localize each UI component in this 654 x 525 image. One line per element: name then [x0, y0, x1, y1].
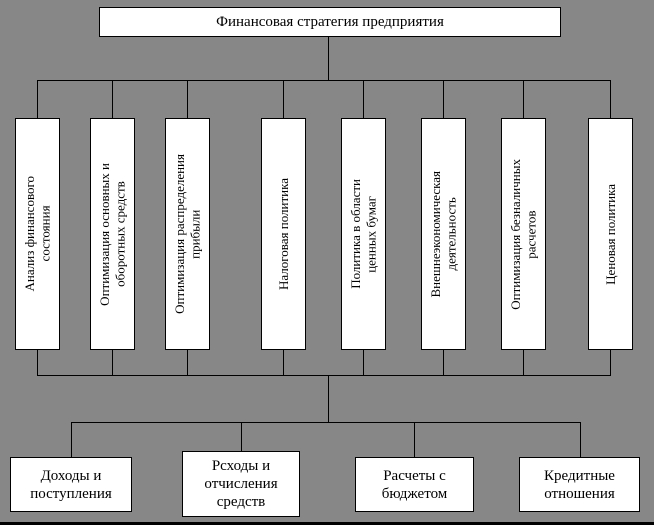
node-label: Оптимизация распределения прибыли: [171, 154, 203, 314]
node-label: Кредитные отношения: [544, 467, 615, 502]
connector-line: [328, 375, 329, 423]
node-income-receipts: Доходы и поступления: [10, 457, 132, 512]
node-securities-policy: Политика в области ценных бумаг: [341, 118, 386, 350]
node-label: Политика в области ценных бумаг: [347, 179, 379, 289]
node-budget-settlements: Расчеты с бюджетом: [355, 457, 474, 512]
connector-line: [610, 350, 611, 376]
connector-line: [610, 80, 611, 118]
node-label: Доходы и поступления: [30, 467, 112, 502]
connector-line: [241, 422, 242, 451]
node-label: Расчеты с бюджетом: [381, 467, 448, 502]
connector-line: [523, 350, 524, 376]
node-label: Ценовая политика: [602, 183, 618, 285]
connector-line: [37, 80, 611, 81]
node-profit-distribution: Оптимизация распределения прибыли: [165, 118, 210, 350]
node-financial-analysis: Анализ финансового состояния: [15, 118, 60, 350]
node-price-policy: Ценовая политика: [588, 118, 633, 350]
node-label: Оптимизация основных и оборотных средств: [96, 162, 128, 306]
connector-line: [37, 80, 38, 118]
bottom-border: [0, 522, 654, 525]
connector-line: [71, 422, 72, 457]
node-credit-relations: Кредитные отношения: [519, 457, 640, 512]
node-label: Анализ финансового состояния: [21, 176, 53, 292]
node-tax-policy: Налоговая политика: [261, 118, 306, 350]
connector-line: [187, 350, 188, 376]
node-label: Налоговая политика: [275, 178, 291, 290]
node-foreign-economic-activity: Внешнеэкономическая деятельность: [421, 118, 466, 350]
node-assets-optimization: Оптимизация основных и оборотных средств: [90, 118, 135, 350]
connector-line: [414, 422, 415, 457]
connector-line: [37, 350, 38, 376]
connector-line: [328, 37, 329, 81]
node-financial-strategy-label: Финансовая стратегия предприятия: [216, 14, 444, 30]
connector-line: [283, 350, 284, 376]
connector-line: [443, 350, 444, 376]
node-cashless-settlements: Оптимизация безналичных расчетов: [501, 118, 546, 350]
connector-line: [523, 80, 524, 118]
node-financial-strategy: Финансовая стратегия предприятия: [99, 7, 561, 37]
node-label: Внешнеэкономическая деятельность: [427, 170, 459, 298]
connector-line: [112, 80, 113, 118]
connector-line: [443, 80, 444, 118]
connector-line: [363, 80, 364, 118]
connector-line: [37, 375, 611, 376]
node-label: Рсходы и отчисления средств: [204, 458, 278, 510]
node-label: Оптимизация безналичных расчетов: [507, 158, 539, 310]
node-expenses-deductions: Рсходы и отчисления средств: [182, 451, 300, 517]
connector-line: [363, 350, 364, 376]
connector-line: [112, 350, 113, 376]
connector-line: [580, 422, 581, 457]
connector-line: [71, 422, 581, 423]
connector-line: [283, 80, 284, 118]
connector-line: [187, 80, 188, 118]
